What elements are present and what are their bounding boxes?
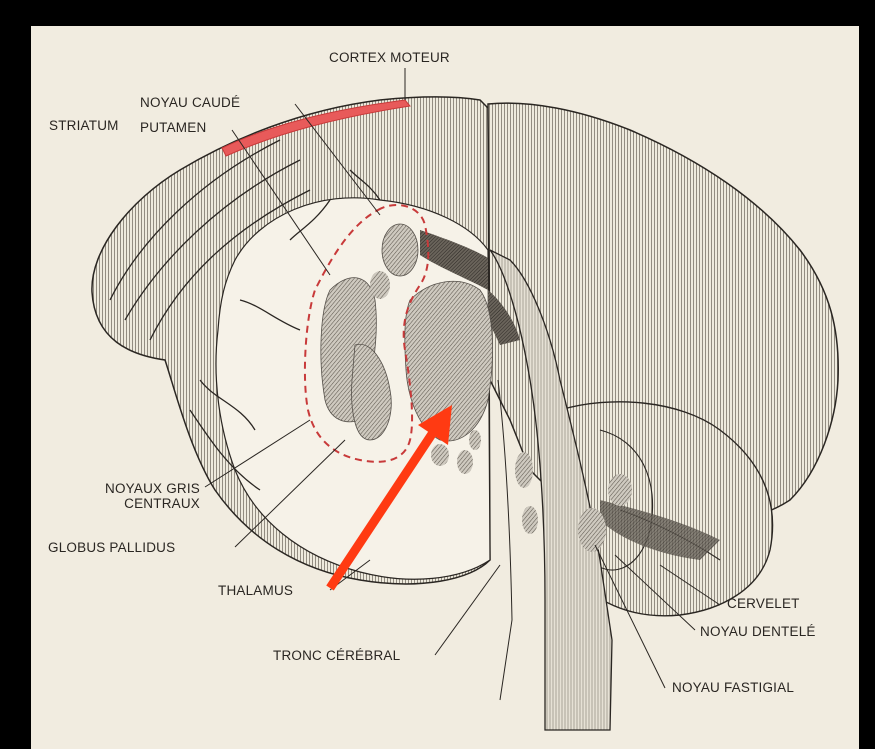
label-noyaux-gris-line1: NOYAUX GRIS [88,481,200,496]
label-putamen: PUTAMEN [140,120,206,135]
label-noyau-fastigial: NOYAU FASTIGIAL [672,680,794,695]
label-tronc-cerebral: TRONC CÉRÉBRAL [273,648,400,663]
label-cervelet: CERVELET [727,596,800,611]
label-thalamus: THALAMUS [218,583,293,598]
label-noyau-caude: NOYAU CAUDÉ [140,95,240,110]
label-noyaux-gris-centraux: NOYAUX GRIS CENTRAUX [88,481,200,511]
label-striatum: STRIATUM [49,118,119,133]
label-cortex-moteur: CORTEX MOTEUR [329,50,450,65]
label-globus-pallidus: GLOBUS PALLIDUS [48,540,175,555]
nucleus-dentele [578,508,606,552]
label-noyaux-gris-line2: CENTRAUX [88,496,200,511]
label-noyau-dentele: NOYAU DENTELÉ [700,624,816,639]
